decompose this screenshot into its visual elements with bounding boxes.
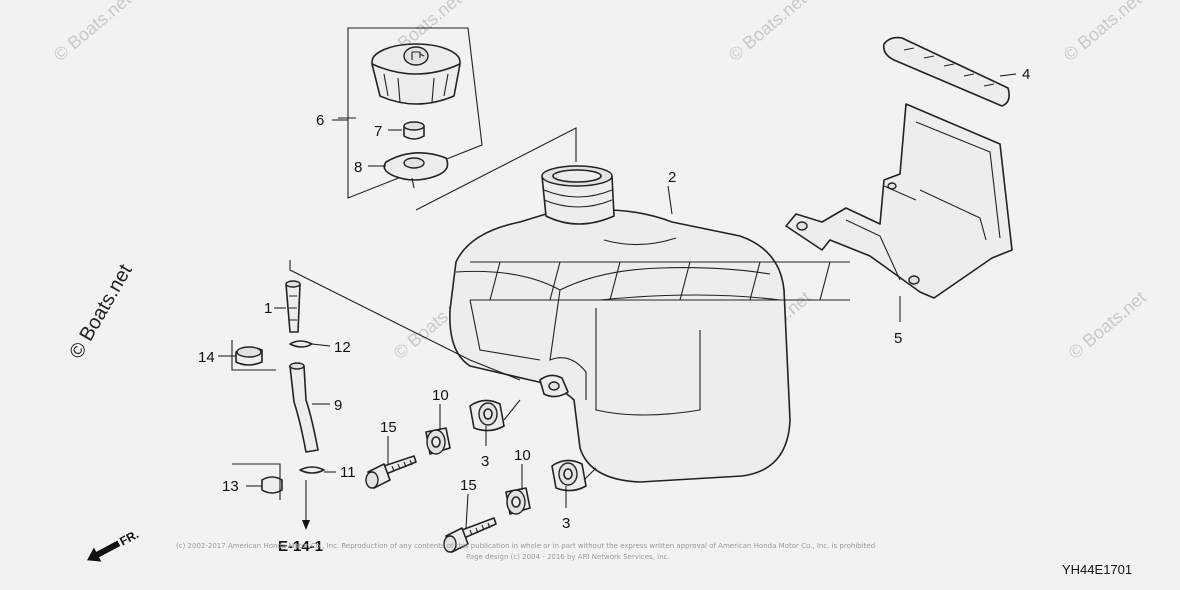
fuel-tube[interactable] bbox=[289, 362, 319, 453]
callout-3: 3 bbox=[481, 453, 489, 470]
direction-label: FR. bbox=[117, 527, 141, 548]
callout-14: 14 bbox=[198, 349, 215, 366]
tube-clip-14[interactable] bbox=[235, 346, 263, 366]
reference-label[interactable]: E-14-1 bbox=[278, 538, 323, 555]
clip-12[interactable] bbox=[289, 340, 313, 348]
flange-bolt-15a[interactable] bbox=[365, 455, 417, 489]
cap-connector-line bbox=[415, 127, 577, 211]
grommet-3b[interactable] bbox=[551, 459, 587, 492]
grommet-3a[interactable] bbox=[469, 399, 505, 432]
copyright-line-2: Page design (c) 2004 - 2016 by ARI Netwo… bbox=[466, 553, 670, 561]
callout-5: 5 bbox=[894, 330, 902, 347]
group-bracket bbox=[347, 27, 483, 199]
tank-bracket[interactable] bbox=[785, 103, 1013, 299]
fuel-strainer[interactable] bbox=[285, 280, 301, 333]
arrow-down-icon bbox=[302, 520, 310, 530]
leader-lines bbox=[218, 73, 1017, 529]
fuel-cap-group bbox=[338, 27, 483, 199]
callout-1: 1 bbox=[264, 300, 272, 317]
cap-seal[interactable] bbox=[403, 121, 425, 140]
callout-4: 4 bbox=[1022, 66, 1030, 83]
fuel-tank[interactable] bbox=[449, 165, 850, 483]
watermark-text: © Boats.net bbox=[1060, 0, 1145, 65]
flange-bolt-15b[interactable] bbox=[443, 517, 497, 553]
fuel-pump-icon bbox=[411, 51, 425, 60]
clip-bracket bbox=[232, 463, 281, 500]
clip-11[interactable] bbox=[299, 466, 325, 474]
fuel-cap[interactable] bbox=[371, 43, 461, 105]
watermark-text: © Boats.net bbox=[65, 260, 137, 362]
collar-10a[interactable] bbox=[425, 427, 451, 455]
callout-labels: 1 2 3 3 4 5 6 7 8 9 10 10 11 12 13 14 15… bbox=[198, 66, 1030, 532]
callout-2: 2 bbox=[668, 169, 676, 186]
callout-9: 9 bbox=[334, 397, 342, 414]
grommet-connector-line bbox=[503, 399, 597, 481]
callout-10: 10 bbox=[432, 387, 449, 404]
mount-band[interactable] bbox=[882, 36, 1010, 107]
callout-13: 13 bbox=[222, 478, 239, 495]
callout-15: 15 bbox=[460, 477, 477, 494]
cap-gasket[interactable] bbox=[383, 152, 449, 189]
tube-clip-13[interactable] bbox=[261, 476, 283, 494]
collar-10b[interactable] bbox=[505, 487, 531, 515]
callout-10: 10 bbox=[514, 447, 531, 464]
callout-6: 6 bbox=[316, 112, 324, 129]
callout-15: 15 bbox=[380, 419, 397, 436]
watermark-text: © Boats.net bbox=[725, 0, 810, 65]
callout-8: 8 bbox=[354, 159, 362, 176]
callout-7: 7 bbox=[374, 123, 382, 140]
watermark-text: © Boats.net bbox=[1065, 287, 1150, 363]
callout-3: 3 bbox=[562, 515, 570, 532]
callout-11: 11 bbox=[340, 464, 356, 481]
copyright-line-1: (c) 2002-2017 American Honda Motor Co., … bbox=[176, 542, 875, 550]
front-arrow-icon: FR. bbox=[87, 527, 141, 562]
callout-12: 12 bbox=[334, 339, 351, 356]
watermark-text: © Boats.net bbox=[50, 0, 135, 65]
clip-bracket bbox=[231, 340, 276, 371]
strainer-connector-line bbox=[289, 260, 521, 381]
diagram-code: YH44E1701 bbox=[1062, 562, 1132, 577]
